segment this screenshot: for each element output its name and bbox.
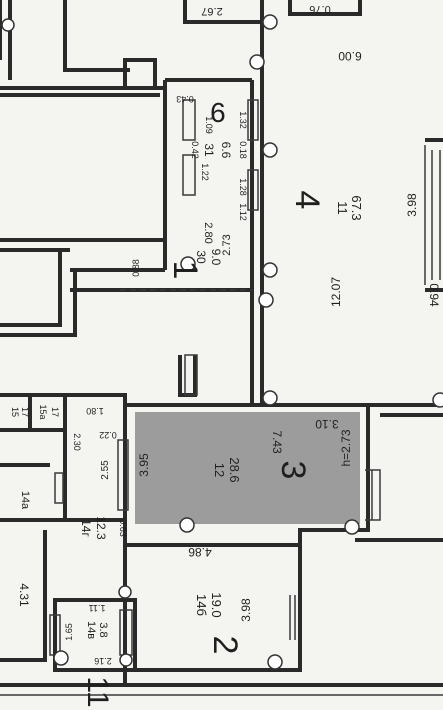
room-9-dim-d: 0.42 [190, 141, 200, 159]
room-9-dim-e: 1.32 [238, 111, 248, 129]
top-dim-c: 2.67 [201, 5, 222, 17]
room-14v-dim-c: 1.11 [89, 603, 106, 613]
room-3-height: h=2.73 [339, 429, 353, 466]
room-14a-code: 14а [19, 491, 31, 510]
room-4-code: 11 [335, 201, 350, 215]
room-14g-code: 14г [79, 519, 93, 537]
room-4-dim-a: 6.00 [338, 49, 362, 63]
columns [1, 14, 443, 670]
room-3-area: 28.6 [227, 457, 242, 482]
room-9-number: 9 [210, 97, 226, 128]
room-14v-code: 14в [85, 621, 97, 639]
room-4-number: 4 [288, 191, 326, 210]
room-9-dim-g: 1.28 [238, 178, 248, 196]
room-15a-dim: 17 [50, 407, 60, 417]
room-14v-area: 3.8 [97, 622, 109, 637]
room-14a-dim-a: 2.30 [72, 433, 82, 451]
room-9-code: 31 [202, 143, 216, 157]
room-14v-dim-b: 2.16 [94, 656, 112, 666]
room-1-code: 30 [194, 250, 208, 264]
room-14g-area: 12.3 [94, 516, 108, 540]
room-1-dim-b: 0.88 [131, 259, 141, 277]
room-3-dim-b: 3.10 [315, 417, 339, 431]
room-3-shading [135, 412, 360, 524]
room-1-dim-c: 2.80 [202, 222, 214, 243]
room-9-dim-h: 1.12 [238, 203, 248, 221]
room-1-area: 9.0 [209, 249, 223, 266]
room-2-number: 2 [206, 636, 244, 655]
room-4-area: 67.3 [349, 195, 364, 220]
left-dim-a: 4.31 [17, 583, 31, 607]
room-4-dim-b: 12.07 [329, 277, 343, 307]
labels: 4 11 67.3 6.00 12.07 3.98 0.94 9 31 6.6 … [10, 3, 441, 708]
room-3-code: 12 [212, 463, 227, 477]
room-14g-dim-c: 0.22 [99, 430, 117, 440]
room-2-dim-b: 3.98 [239, 598, 253, 622]
room-1-number: 1 [166, 261, 204, 280]
room-2-code: 14б [194, 594, 209, 616]
room-9-dim-f: 0.18 [238, 141, 248, 159]
room-3-dim-a: 7.43 [270, 430, 284, 454]
room-4-dim-d: 0.94 [427, 283, 441, 307]
room-15-code: 15 [10, 407, 20, 417]
room-3-number: 3 [274, 461, 312, 480]
room-14g-dim-b: 0.63 [118, 519, 128, 537]
room-14g-dim-d: 1.80 [86, 406, 104, 416]
room-2-dim-a: 4.86 [188, 545, 212, 559]
room-9-dim-c: 0.43 [176, 94, 194, 104]
room-2-area: 19.0 [209, 592, 224, 617]
top-dim-d: 0.76 [309, 3, 330, 15]
room-14v-dim-a: 1.65 [64, 623, 74, 641]
room-14g-dim-a: 2.55 [100, 460, 111, 480]
room-9-area: 6.6 [219, 142, 233, 159]
room-3-dim-c: 3.95 [137, 453, 151, 477]
room-9-dim-a: 1.09 [204, 116, 214, 134]
room-15-dim: 17 [20, 407, 30, 417]
room-9-dim-b: 1.22 [200, 163, 210, 181]
marker-11: 11 [81, 676, 114, 707]
room-1-dim-a: 2.73 [221, 234, 233, 255]
room-4-dim-c: 3.98 [405, 193, 419, 217]
room-15a-code: 15а [38, 404, 48, 419]
